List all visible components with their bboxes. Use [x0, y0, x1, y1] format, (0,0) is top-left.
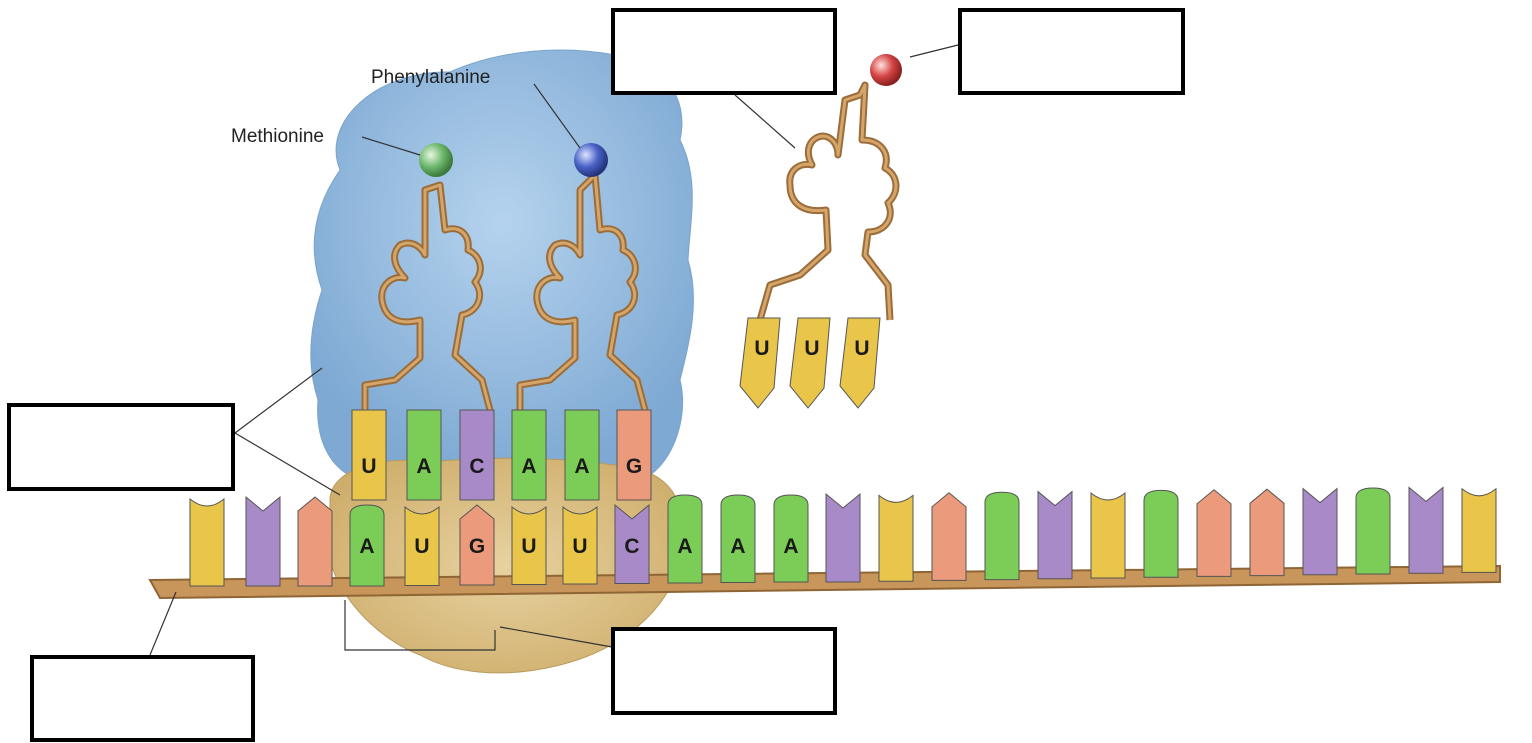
anticodon-base [790, 318, 830, 408]
answer-box-top-right[interactable] [958, 8, 1185, 95]
anticodon-letter: U [804, 337, 819, 360]
mrna-base [1250, 489, 1284, 575]
mrna-codon-letter: A [359, 535, 374, 558]
mrna-base [1197, 490, 1231, 577]
mrna-codon-letter: A [677, 535, 692, 558]
anticodon-letter: A [416, 455, 431, 478]
mrna-base [879, 495, 913, 581]
anticodon-letter: A [521, 455, 536, 478]
mrna-base [1303, 489, 1337, 575]
mrna-base [1144, 490, 1178, 577]
phenylalanine-label: Phenylalanine [371, 67, 490, 88]
mrna-base [1409, 487, 1443, 573]
mrna-base [246, 497, 280, 586]
anticodon-letter: G [626, 455, 642, 478]
mrna-base [298, 497, 332, 586]
mrna-base [826, 494, 860, 582]
anticodon-letter: U [754, 337, 769, 360]
mrna-codon-letter: G [469, 535, 485, 558]
mrna-codon-letter: U [572, 535, 587, 558]
methionine-icon [419, 143, 453, 177]
anticodon-base [840, 318, 880, 408]
anticodon-letter: A [574, 455, 589, 478]
anticodon-letter: C [469, 455, 484, 478]
mrna-codon-letter: U [521, 535, 536, 558]
answer-box-bottom-center[interactable] [611, 627, 837, 715]
mrna-base [1091, 493, 1125, 578]
answer-box-bottom-left[interactable] [30, 655, 255, 742]
mrna-base [932, 493, 966, 581]
mrna-codon-letter: A [783, 535, 798, 558]
mrna-base [190, 499, 224, 586]
anticodon-letter: U [361, 455, 376, 478]
trna-free [760, 85, 896, 320]
mrna-base [1356, 488, 1390, 574]
methionine-label: Methionine [231, 126, 324, 147]
free-amino-acid-icon [870, 54, 902, 86]
mrna-codon-letter: U [414, 535, 429, 558]
anticodon-letter: U [854, 337, 869, 360]
mrna-base [985, 492, 1019, 579]
answer-box-top-center[interactable] [611, 8, 837, 95]
answer-box-left[interactable] [7, 403, 235, 491]
phenylalanine-icon [574, 143, 608, 177]
anticodon-base [740, 318, 780, 408]
mrna-codon-letter: A [730, 535, 745, 558]
mrna-base [1462, 489, 1496, 573]
mrna-base [1038, 492, 1072, 579]
mrna-codon-letter: C [624, 535, 639, 558]
